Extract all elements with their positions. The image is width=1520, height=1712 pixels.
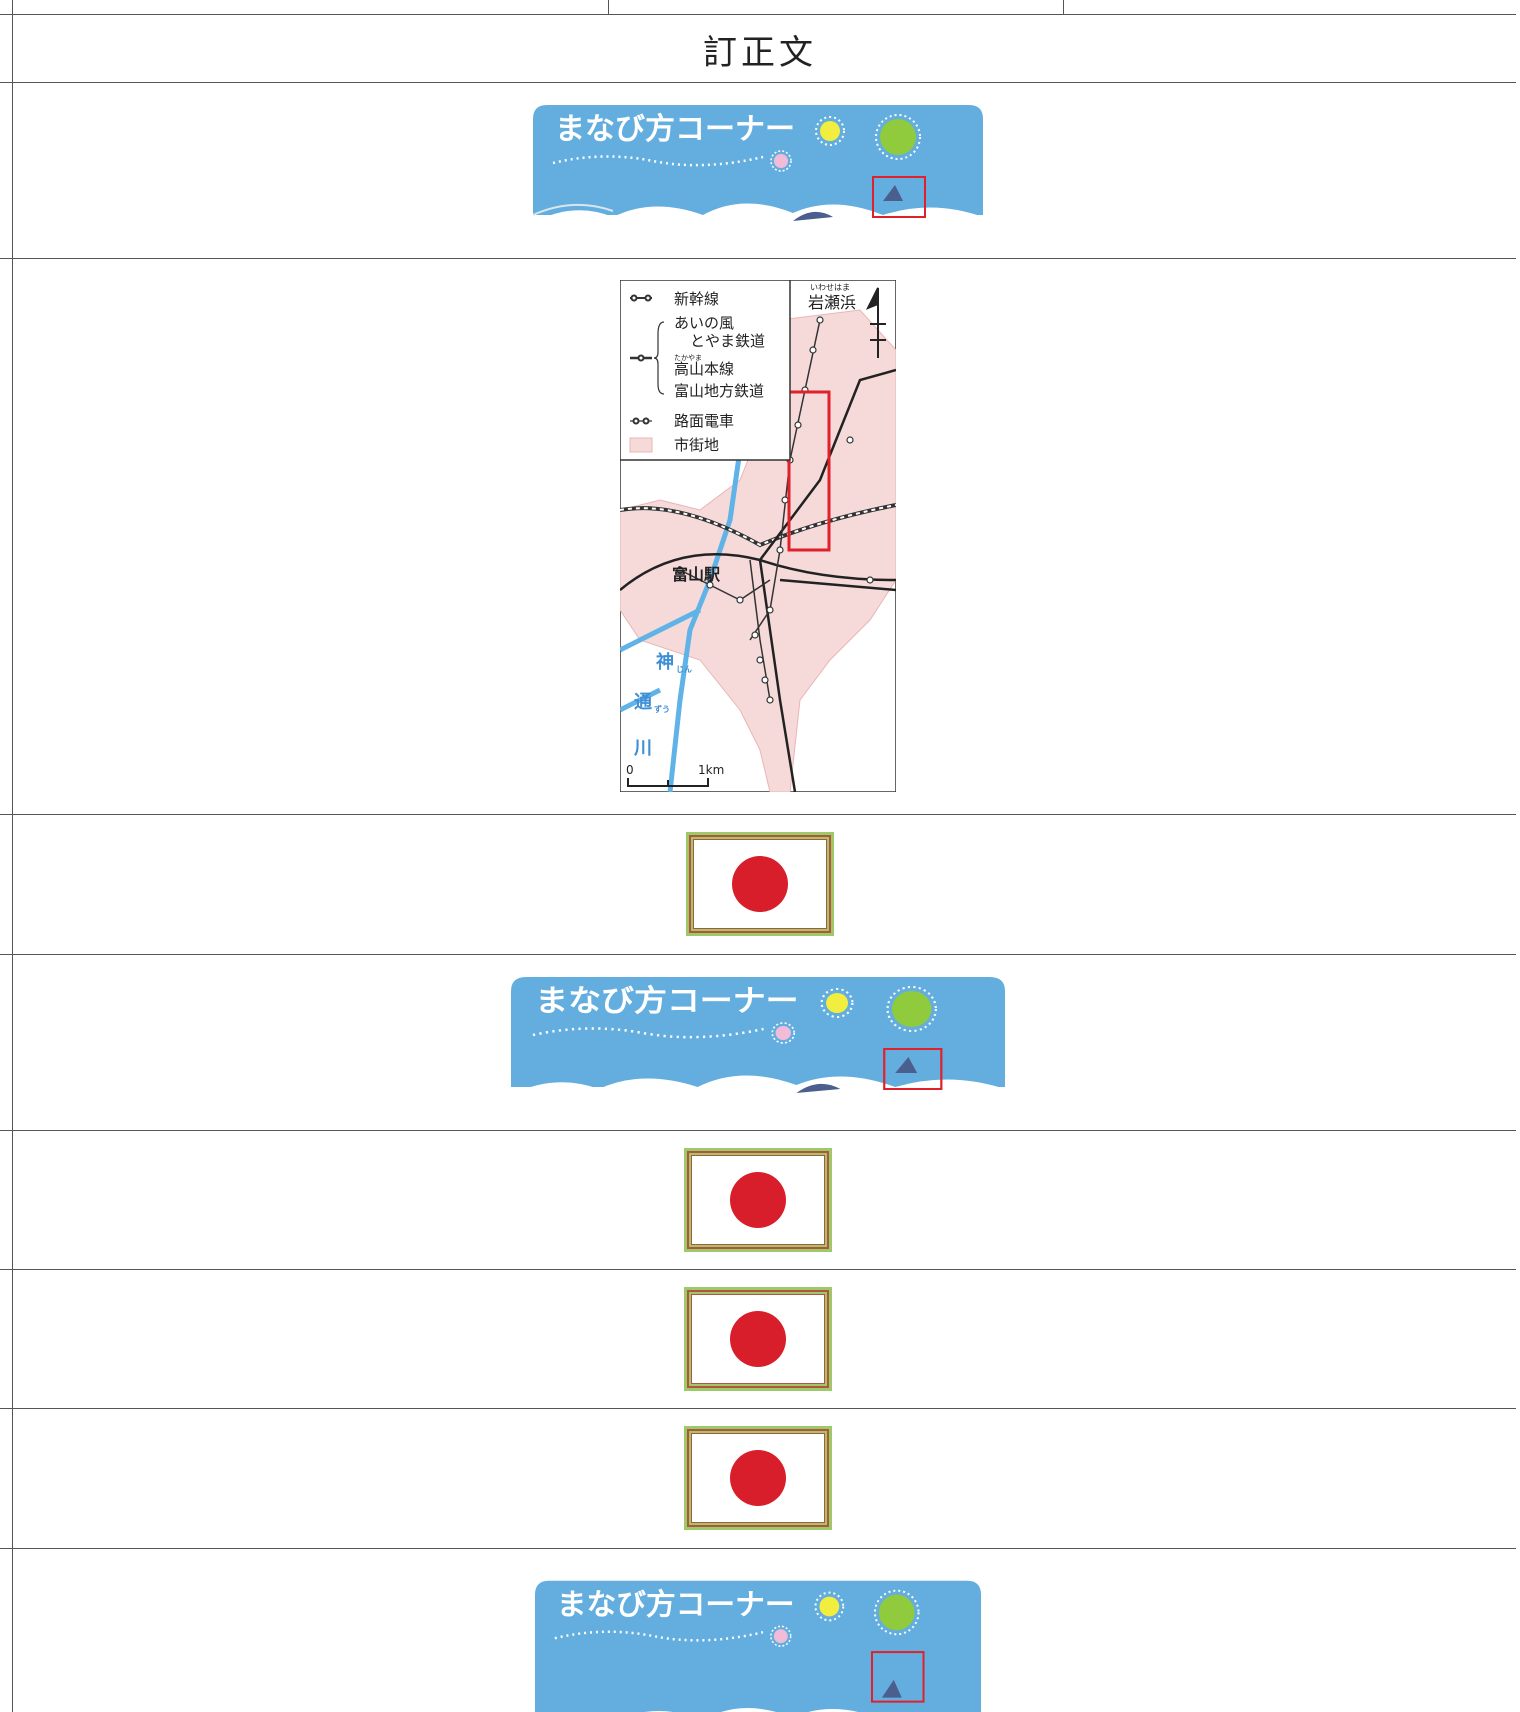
fish-icon <box>796 1048 943 1093</box>
japan-flag-icon <box>684 1147 832 1252</box>
yellow-sun-icon <box>820 988 854 1018</box>
row-line-3 <box>0 814 1516 815</box>
north-arrow-icon <box>865 287 886 358</box>
scale-bar: 0 1km <box>626 763 724 787</box>
place-ruby-iwasehama: いわせはま <box>810 283 850 292</box>
map-legend: 新幹線 あいの風 とやま鉄道 たかやま 高山本線 富山地方鉄道 路面電車 市街地 <box>620 280 791 461</box>
manabikata-banner: まなび方コーナー <box>535 1580 981 1712</box>
legend-label-takayama: 高山本線 <box>674 360 734 378</box>
fish-icon <box>870 1651 925 1703</box>
banner-row-1: まなび方コーナー <box>0 84 1516 256</box>
manabikata-banner: まなび方コーナー <box>533 105 983 235</box>
legend-label-tram: 路面電車 <box>674 412 734 430</box>
row-line-5 <box>0 1130 1516 1131</box>
legend-label-urban: 市街地 <box>674 436 719 454</box>
yellow-sun-icon <box>815 116 845 146</box>
row-line-0 <box>0 14 1516 15</box>
scale-end: 1km <box>698 763 724 777</box>
green-sun-icon <box>875 114 921 160</box>
top-cell-divider-1 <box>608 0 609 14</box>
left-table-border <box>12 0 13 1712</box>
pink-flower-icon <box>770 150 792 172</box>
place-label-iwasehama: 岩瀬浜 <box>808 293 856 312</box>
legend-label-ainokaze: あいの風 <box>674 314 734 332</box>
japan-flag-icon <box>684 1286 832 1391</box>
manabikata-banner: まなび方コーナー <box>511 977 1005 1107</box>
row-line-1 <box>0 82 1516 83</box>
station-label-toyama: 富山駅 <box>672 565 721 584</box>
scale-zero: 0 <box>626 763 634 777</box>
row-line-6 <box>0 1269 1516 1270</box>
row-line-4 <box>0 954 1516 955</box>
river-ruby-2: ずう <box>654 704 670 714</box>
top-cell-divider-2 <box>1063 0 1064 14</box>
map-row: 新幹線 あいの風 とやま鉄道 たかやま 高山本線 富山地方鉄道 路面電車 市街地… <box>0 260 1516 812</box>
banner-title: まなび方コーナー <box>555 112 795 147</box>
row-line-7 <box>0 1408 1516 1409</box>
river-char-3: 川 <box>633 738 652 759</box>
river-char-2: 通 <box>634 692 652 713</box>
banner-row-3: まなび方コーナー <box>0 1550 1516 1712</box>
flag-row-1 <box>0 816 1516 952</box>
urban-area <box>620 309 896 792</box>
pink-flower-icon <box>771 1022 796 1044</box>
banner-row-2: まなび方コーナー <box>0 956 1516 1128</box>
legend-label-chitetsu: 富山地方鉄道 <box>674 382 764 400</box>
toyama-railway-map: 新幹線 あいの風 とやま鉄道 たかやま 高山本線 富山地方鉄道 路面電車 市街地… <box>620 280 896 792</box>
fish-icon <box>793 176 926 221</box>
banner-title: まなび方コーナー <box>557 1587 795 1622</box>
river-char-1: 神 <box>656 651 674 673</box>
japan-flag-icon <box>686 832 834 936</box>
legend-ruby-takayama: たかやま <box>674 354 702 362</box>
yellow-sun-icon <box>814 1591 845 1622</box>
legend-label-toyama-tetsudo: とやま鉄道 <box>690 332 765 350</box>
jinzu-river <box>620 449 743 792</box>
flag-row-3 <box>0 1271 1516 1406</box>
river-ruby-1: じん <box>676 665 692 674</box>
japan-flag-icon <box>684 1426 832 1530</box>
shinkansen-line <box>620 503 896 548</box>
banner-title: まなび方コーナー <box>535 983 798 1018</box>
flag-row-2 <box>0 1132 1516 1267</box>
highlighted-section-box <box>787 390 831 552</box>
row-line-2 <box>0 258 1516 259</box>
tram-stops <box>676 316 874 704</box>
row-line-8 <box>0 1548 1516 1549</box>
legend-label-shinkansen: 新幹線 <box>674 290 719 308</box>
page-title: 訂正文 <box>703 32 817 73</box>
flag-row-4 <box>0 1410 1516 1546</box>
green-sun-icon <box>886 986 937 1032</box>
